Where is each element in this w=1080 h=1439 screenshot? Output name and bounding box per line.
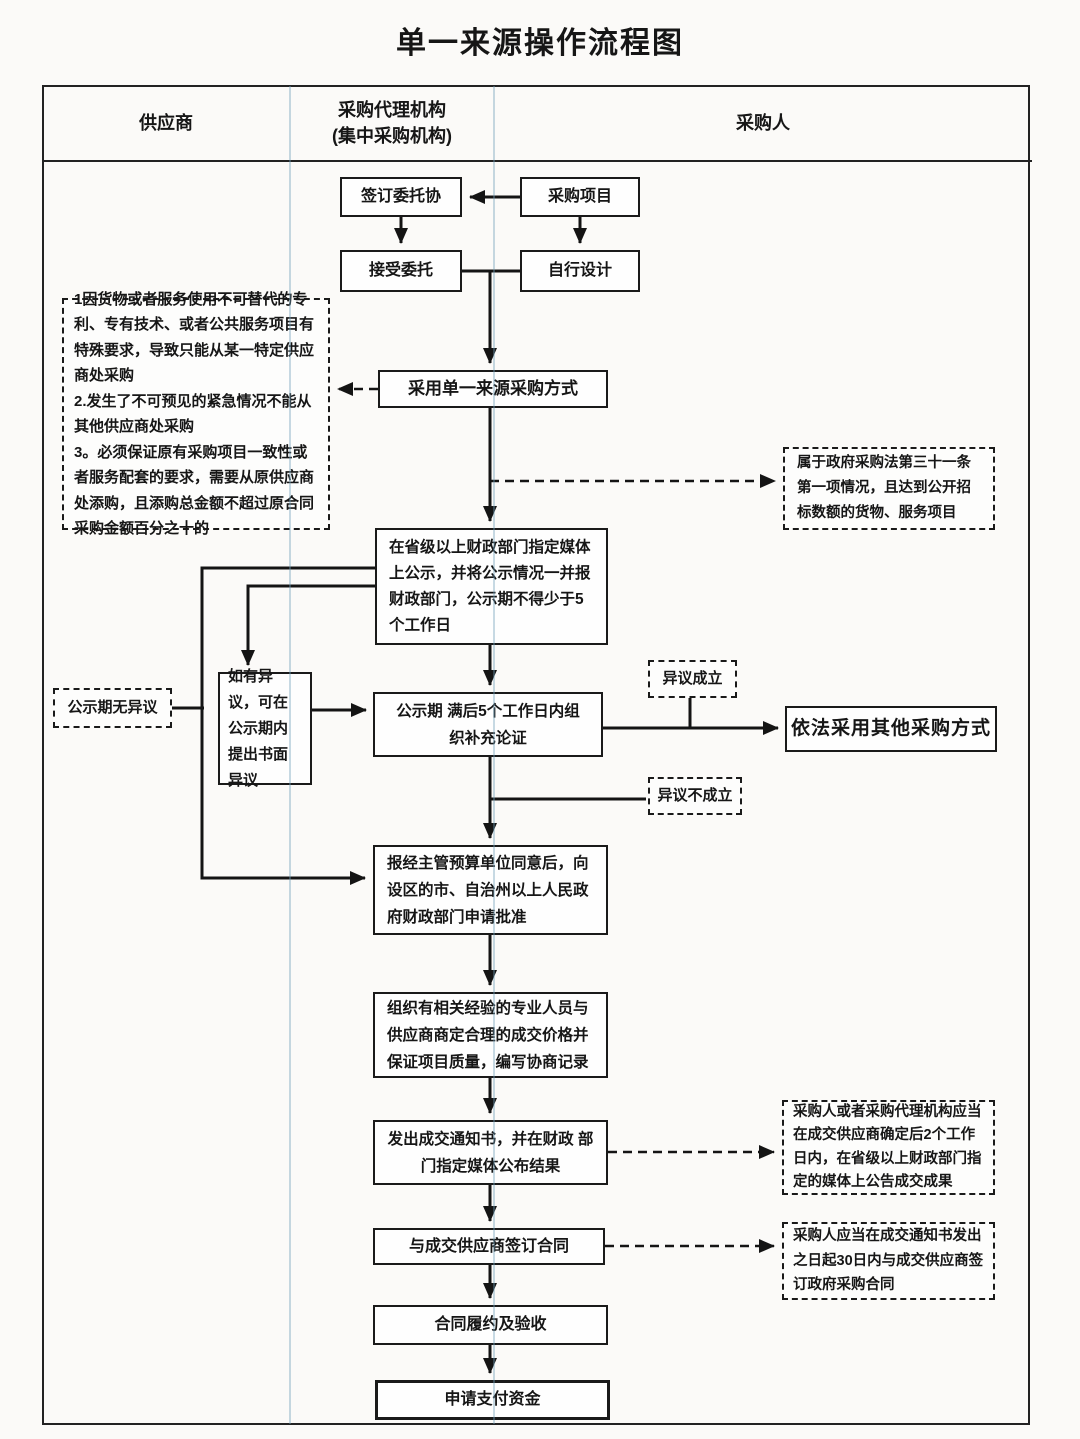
node-accept-entrustment: 接受委托 bbox=[340, 250, 462, 292]
node-sign-agreement: 签订委托协 bbox=[340, 177, 462, 217]
note-no-objection-label: 公示期无异议 bbox=[67, 699, 158, 716]
note-objection-valid-label: 异议成立 bbox=[662, 670, 723, 687]
header-divider-line bbox=[42, 160, 1032, 162]
note-announce-result: 采购人或者采购代理机构应当在成交供应商确定后2个工作日内，在省级以上财政部门指定… bbox=[782, 1100, 995, 1195]
purchaser-label: 采购人 bbox=[736, 113, 790, 133]
node-fulfill-accept: 合同履约及验收 bbox=[373, 1305, 608, 1345]
note-law-condition-label: 属于政府采购法第三十一条第一项情况，且达到公开招标数额的货物、服务项目 bbox=[797, 455, 971, 521]
note-objection-invalid-label: 异议不成立 bbox=[657, 787, 733, 804]
column-header-agency: 采购代理机构 (集中采购机构) bbox=[290, 97, 494, 149]
node-adopt-single-source: 采用单一来源采购方式 bbox=[378, 370, 608, 408]
node-deal-notice-label: 发出成交通知书，并在财政 部门指定媒体公布结果 bbox=[387, 1130, 594, 1175]
node-sign-agreement-label: 签订委托协 bbox=[360, 188, 441, 205]
node-procurement-project-label: 采购项目 bbox=[547, 188, 612, 205]
node-objection-written: 如有异议，可在公示期内提出书面异议 bbox=[218, 668, 312, 789]
note-sign-30days-label: 采购人应当在成交通知书发出之日起30日内与成交供应商签订政府采购合同 bbox=[793, 1228, 984, 1294]
solid-connectors bbox=[172, 190, 779, 1374]
note-sign-30days: 采购人应当在成交通知书发出之日起30日内与成交供应商签订政府采购合同 bbox=[782, 1222, 995, 1300]
node-organize-negotiation: 组织有相关经验的专业人员与供应商商定合理的成交价格并保证项目质量，编写协商记录 bbox=[373, 992, 608, 1078]
node-fulfill-accept-label: 合同履约及验收 bbox=[434, 1316, 547, 1333]
node-deal-notice: 发出成交通知书，并在财政 部门指定媒体公布结果 bbox=[373, 1120, 608, 1185]
reason-item-3: 3。必须保证原有采购项目一致性或者服务配套的要求，需要从原供应商处添购，且添购总… bbox=[74, 443, 315, 538]
node-supplement-demo-label: 公示期 满后5个工作日内组织补充论证 bbox=[396, 702, 580, 747]
node-approval-label: 报经主管预算单位同意后，向设区的市、自治州以上人民政府财政部门申请批准 bbox=[387, 854, 589, 926]
note-single-source-reasons: 1因货物或者服务使用不可替代的专利、专有技术、或者公共服务项目有特殊要求，导致只… bbox=[62, 291, 330, 537]
dashed-connectors bbox=[337, 382, 776, 1253]
agency-label-line2: (集中采购机构) bbox=[332, 126, 452, 146]
agency-label-line1: 采购代理机构 bbox=[338, 100, 446, 120]
node-other-method-label: 依法采用其他采购方式 bbox=[790, 718, 991, 739]
node-sign-contract-label: 与成交供应商签订合同 bbox=[408, 1237, 569, 1255]
node-publicity: 在省级以上财政部门指定媒体上公示，并将公示情况一并报财政部门，公示期不得少于5个… bbox=[375, 528, 608, 645]
page-title: 单一来源操作流程图 bbox=[396, 27, 684, 60]
note-law-condition: 属于政府采购法第三十一条第一项情况，且达到公开招标数额的货物、服务项目 bbox=[783, 447, 995, 530]
node-self-design-label: 自行设计 bbox=[547, 262, 612, 279]
node-adopt-single-source-label: 采用单一来源采购方式 bbox=[408, 379, 578, 398]
reason-item-2: 2.发生了不可预见的紧急情况不能从其他供应商处采购 bbox=[74, 392, 312, 436]
note-no-objection: 公示期无异议 bbox=[53, 688, 172, 728]
supplier-label: 供应商 bbox=[139, 113, 193, 133]
node-organize-negotiation-label: 组织有相关经验的专业人员与供应商商定合理的成交价格并保证项目质量，编写协商记录 bbox=[387, 999, 589, 1071]
column-header-purchaser: 采购人 bbox=[494, 110, 1032, 136]
node-supplement-demo: 公示期 满后5个工作日内组织补充论证 bbox=[373, 692, 603, 757]
node-approval: 报经主管预算单位同意后，向设区的市、自治州以上人民政府财政部门申请批准 bbox=[373, 845, 608, 935]
note-announce-result-label: 采购人或者采购代理机构应当在成交供应商确定后2个工作日内，在省级以上财政部门指定… bbox=[793, 1103, 982, 1191]
diagram-border bbox=[42, 85, 1030, 1425]
node-publicity-label: 在省级以上财政部门指定媒体上公示，并将公示情况一并报财政部门，公示期不得少于5个… bbox=[389, 538, 591, 634]
column-header-supplier: 供应商 bbox=[42, 110, 290, 136]
note-objection-invalid: 异议不成立 bbox=[648, 777, 742, 815]
reason-item-1: 1因货物或者服务使用不可替代的专利、专有技术、或者公共服务项目有特殊要求，导致只… bbox=[74, 290, 315, 385]
node-self-design: 自行设计 bbox=[520, 250, 640, 292]
node-objection-written-label: 如有异议，可在公示期内提出书面异议 bbox=[228, 667, 289, 789]
node-procurement-project: 采购项目 bbox=[520, 177, 640, 217]
note-objection-valid: 异议成立 bbox=[648, 660, 737, 698]
node-other-method: 依法采用其他采购方式 bbox=[785, 706, 997, 752]
node-sign-contract: 与成交供应商签订合同 bbox=[373, 1228, 605, 1265]
node-apply-payment: 申请支付资金 bbox=[375, 1380, 610, 1420]
node-accept-entrustment-label: 接受委托 bbox=[368, 262, 433, 279]
node-apply-payment-label: 申请支付资金 bbox=[444, 1391, 541, 1408]
